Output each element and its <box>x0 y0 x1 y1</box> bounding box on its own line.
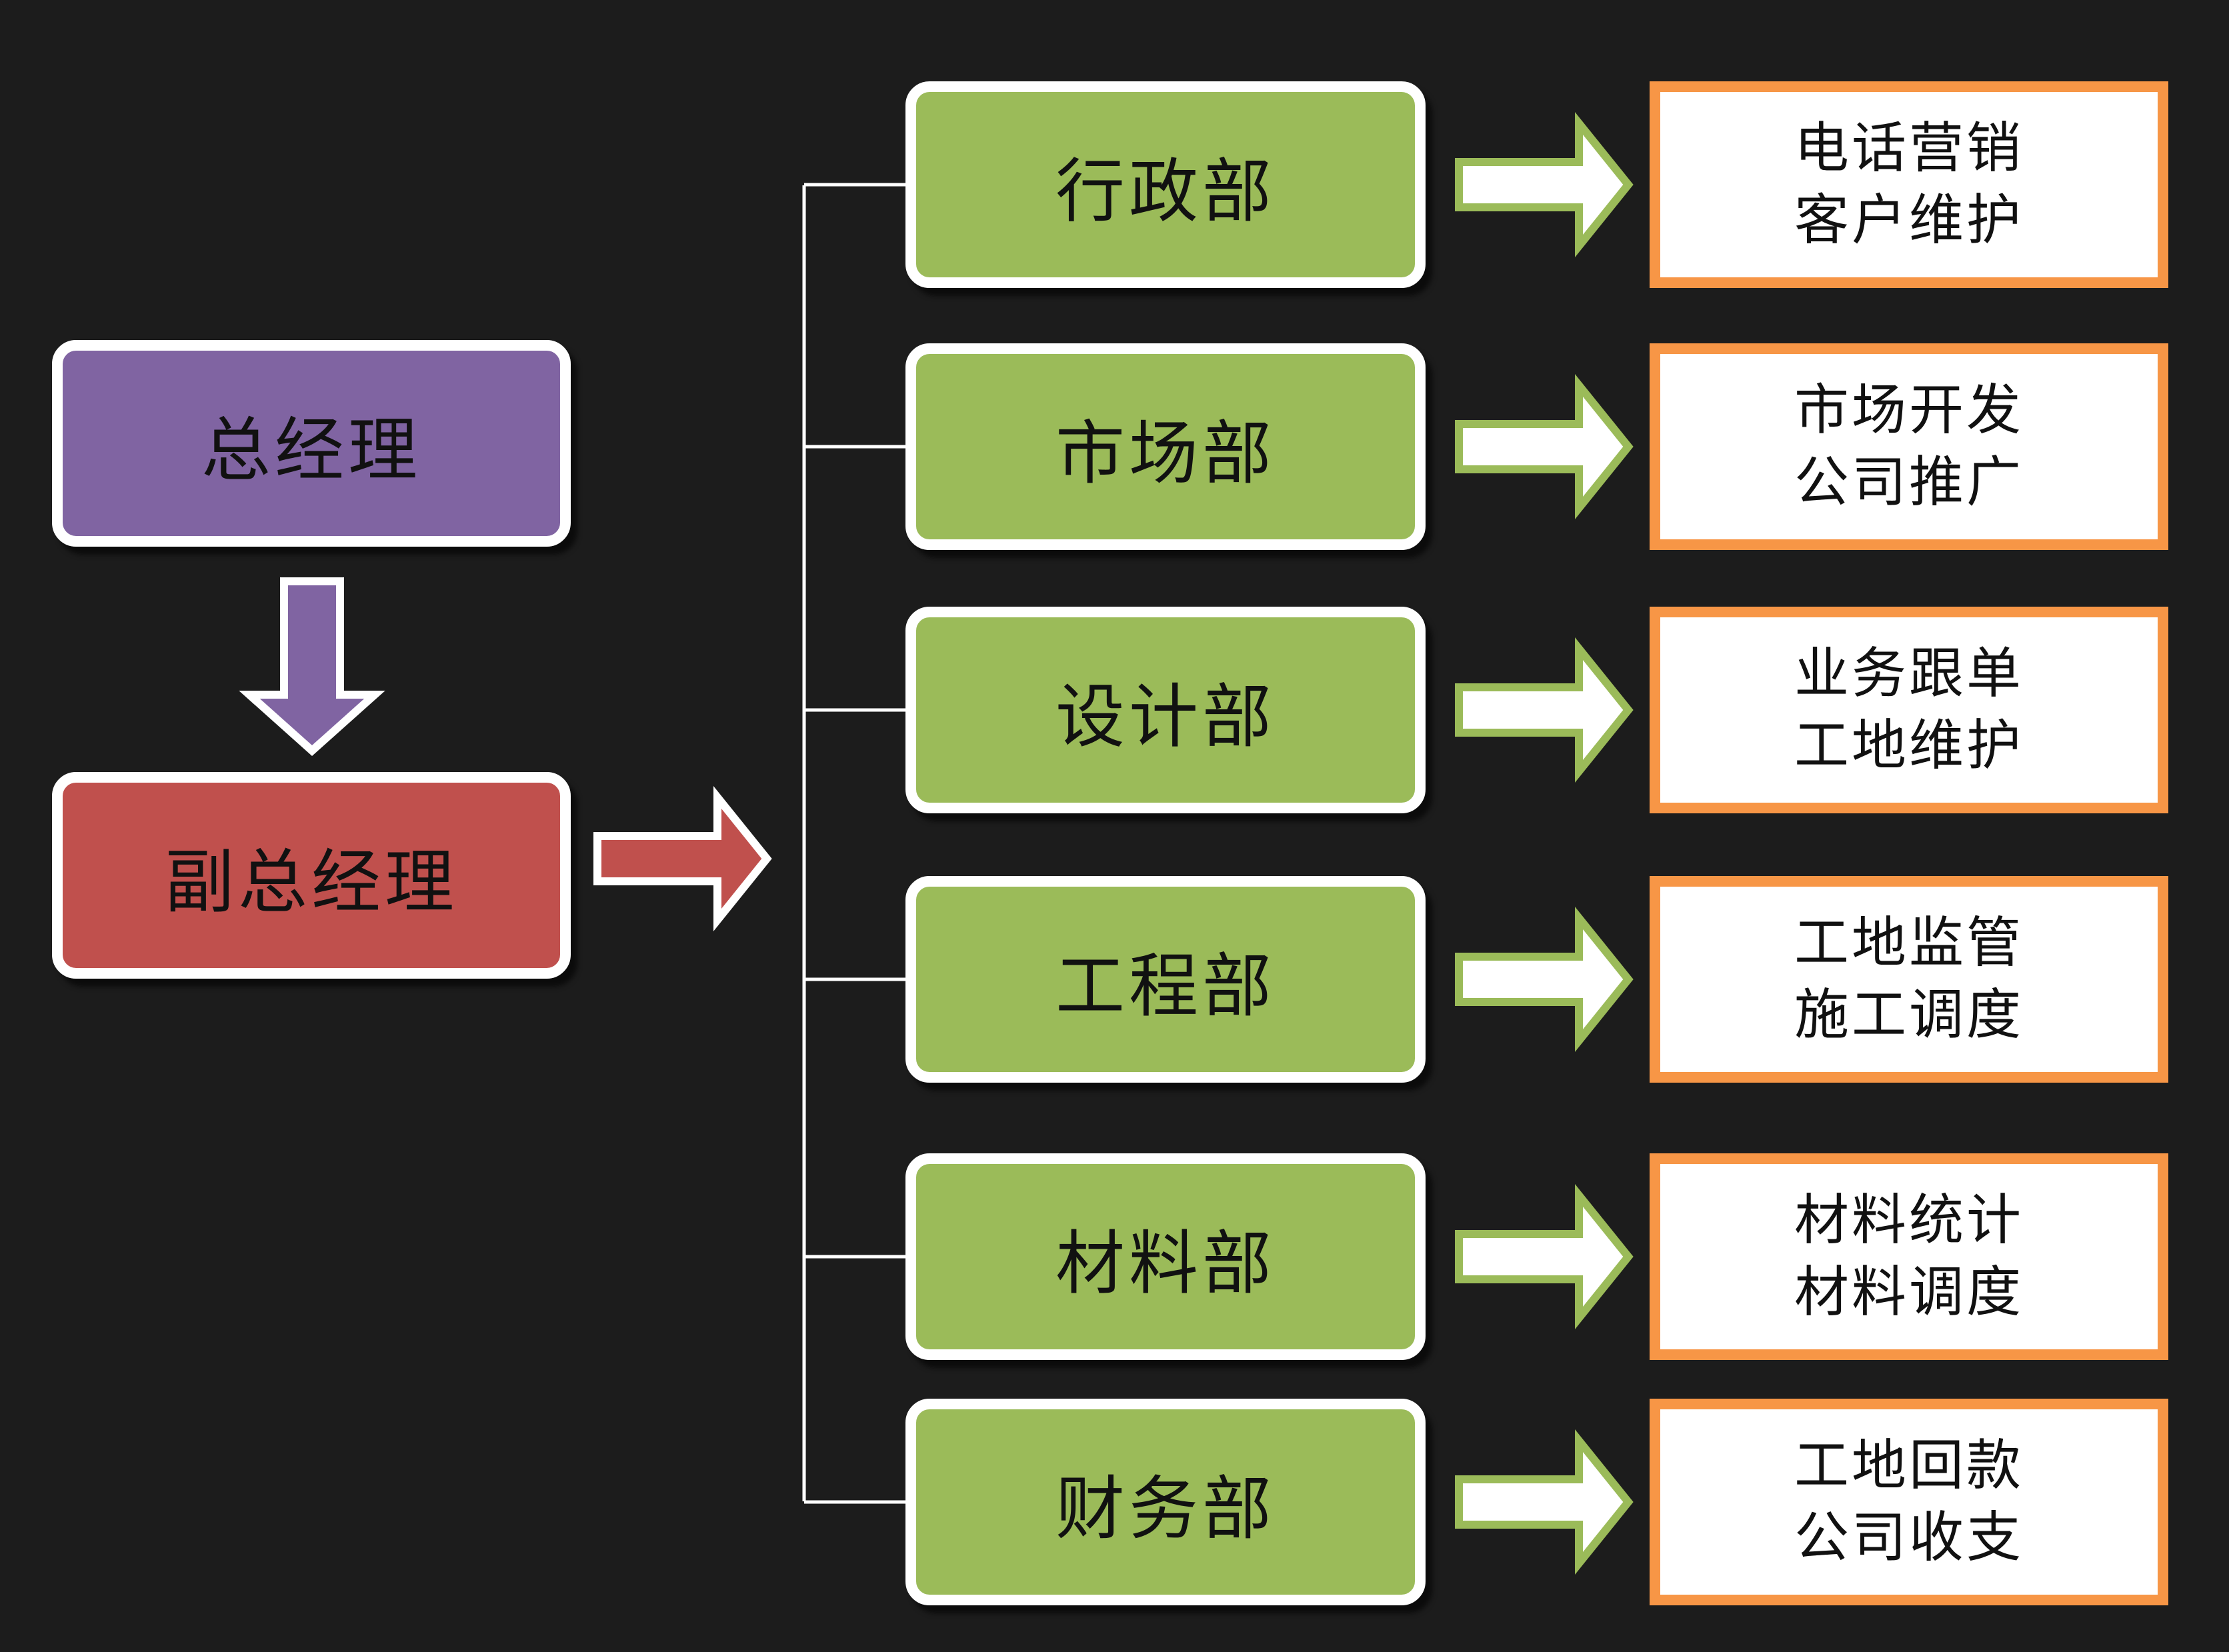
duty-box-marketing: 市场开发 公司推广 <box>1650 343 2168 550</box>
down-arrow-icon <box>239 577 385 757</box>
department-arrows <box>1455 111 1634 1575</box>
duty-box-materials: 材料统计 材料调度 <box>1650 1153 2168 1360</box>
duty-line: 电话营销 <box>1794 117 2024 180</box>
deputy-general-manager-label: 副总经理 <box>164 841 458 923</box>
duty-line: 客户维护 <box>1794 189 2024 252</box>
right-arrow-icon <box>1455 111 1634 258</box>
duty-line: 工地监管 <box>1794 911 2024 975</box>
duty-line: 工地回款 <box>1794 1434 2024 1497</box>
duty-line: 公司收支 <box>1794 1506 2024 1569</box>
department-label: 设计部 <box>1055 675 1276 757</box>
duty-line: 施工调度 <box>1794 983 2024 1047</box>
duty-box-finance: 工地回款 公司收支 <box>1650 1399 2168 1605</box>
department-label: 行政部 <box>1055 150 1276 232</box>
department-box-finance: 财务部 <box>905 1399 1426 1605</box>
bracket-branches <box>804 183 908 1504</box>
right-arrow-icon <box>1455 1183 1634 1330</box>
duty-line: 材料调度 <box>1794 1261 2024 1324</box>
department-box-admin: 行政部 <box>905 81 1426 288</box>
duty-box-design: 业务跟单 工地维护 <box>1650 607 2168 813</box>
right-arrow-icon <box>593 785 772 932</box>
right-arrow-icon <box>1455 1429 1634 1575</box>
duty-line: 工地维护 <box>1794 714 2024 777</box>
department-label: 工程部 <box>1055 945 1276 1027</box>
department-box-engineering: 工程部 <box>905 876 1426 1083</box>
duty-box-admin: 电话营销 客户维护 <box>1650 81 2168 288</box>
general-manager-box: 总经理 <box>52 340 571 547</box>
department-label: 材料部 <box>1055 1222 1276 1304</box>
duty-line: 业务跟单 <box>1794 642 2024 705</box>
duty-line: 市场开发 <box>1794 379 2024 442</box>
department-box-marketing: 市场部 <box>905 343 1426 550</box>
department-box-materials: 材料部 <box>905 1153 1426 1360</box>
right-arrow-icon <box>1455 373 1634 520</box>
duty-line: 材料统计 <box>1794 1189 2024 1252</box>
deputy-general-manager-box: 副总经理 <box>52 772 571 979</box>
department-label: 财务部 <box>1055 1467 1276 1549</box>
department-box-design: 设计部 <box>905 607 1426 813</box>
general-manager-label: 总经理 <box>201 409 421 491</box>
duty-box-engineering: 工地监管 施工调度 <box>1650 876 2168 1083</box>
department-label: 市场部 <box>1055 412 1276 494</box>
right-arrow-icon <box>1455 637 1634 783</box>
duty-line: 公司推广 <box>1794 451 2024 514</box>
right-arrow-icon <box>1455 906 1634 1053</box>
